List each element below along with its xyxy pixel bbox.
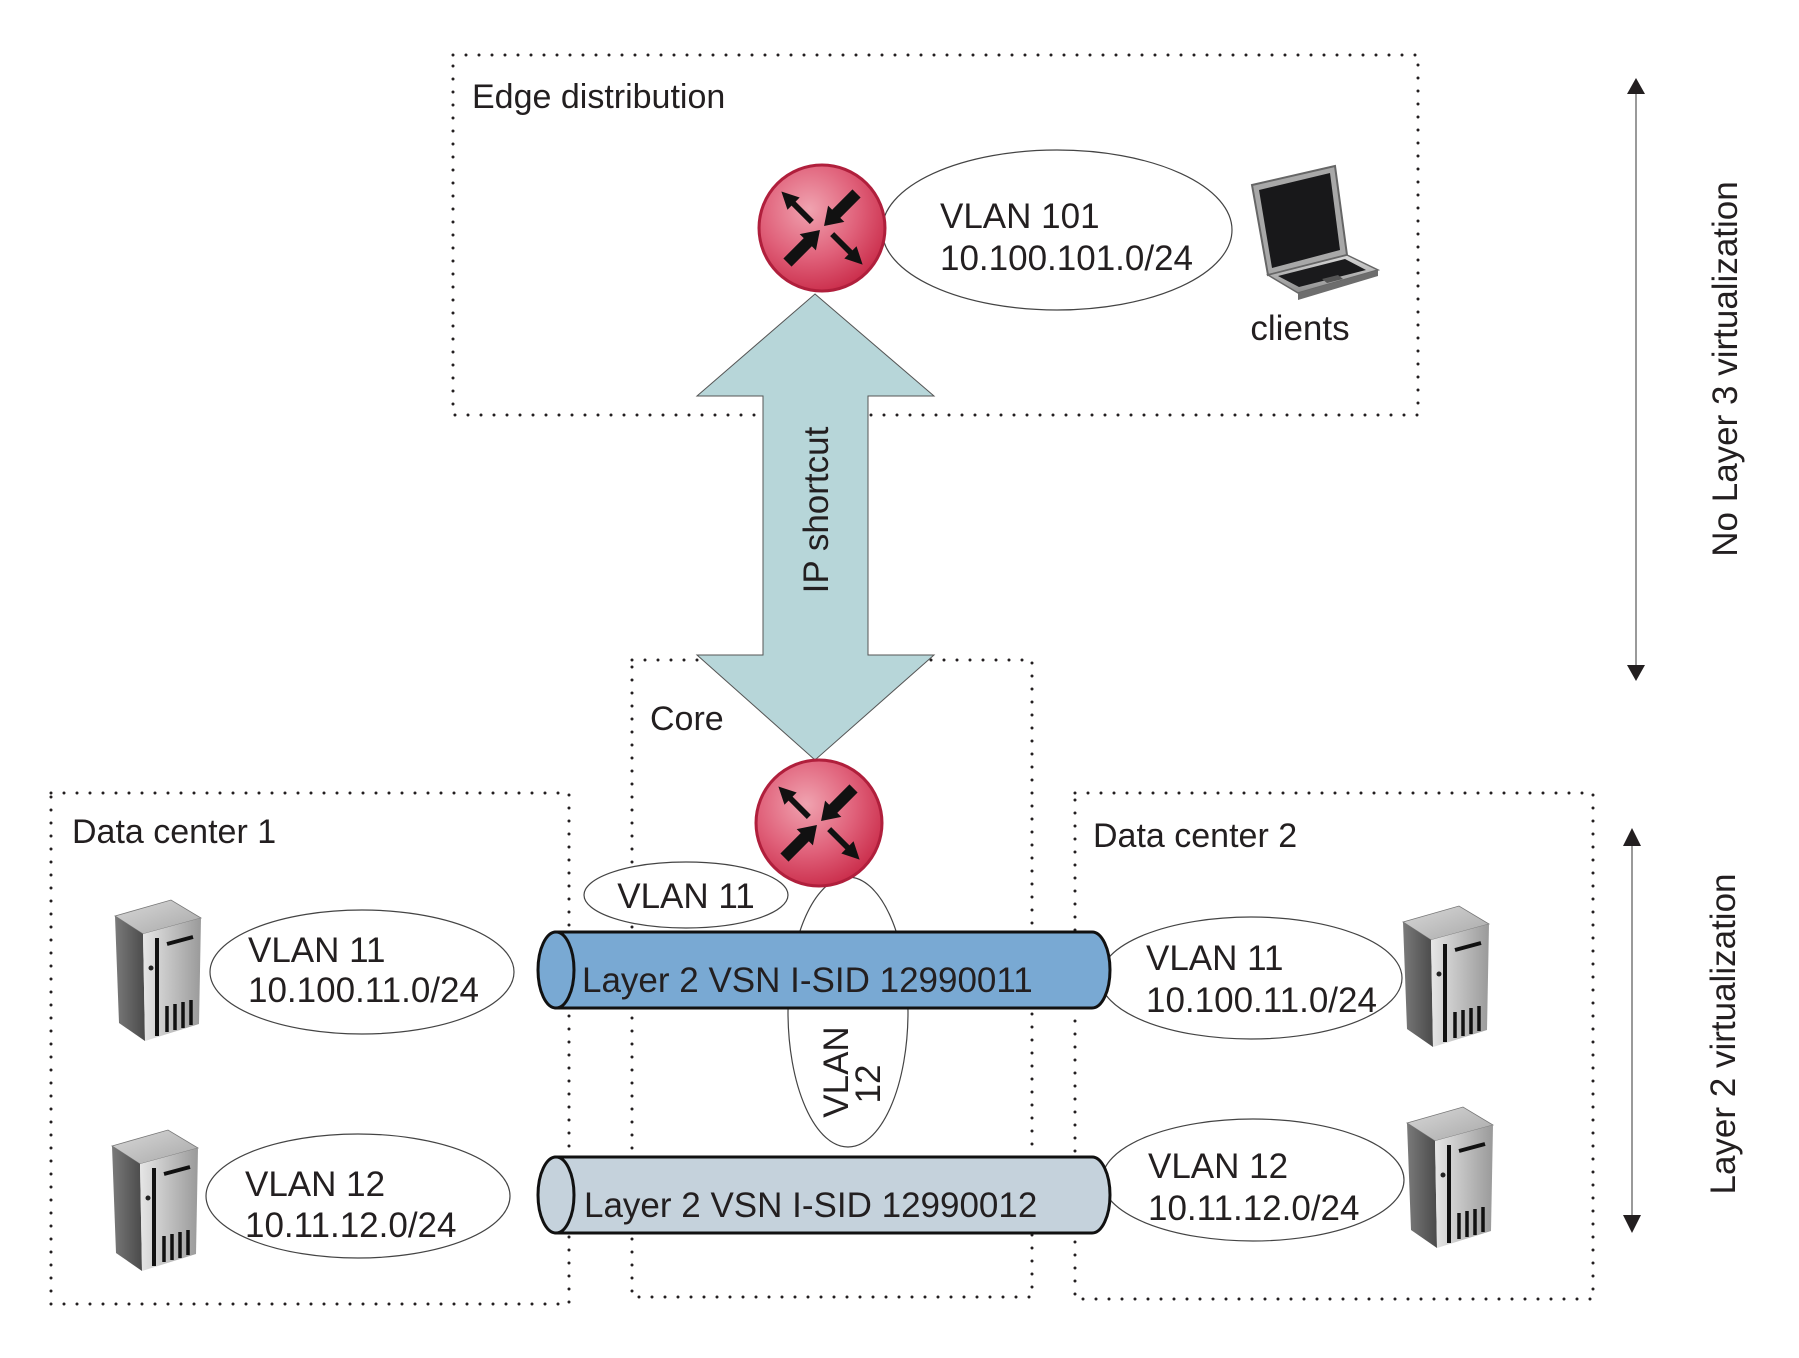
vsn-tube-label: Layer 2 VSN I-SID 12990011	[582, 961, 1033, 1000]
dc2-vlan11-oval	[1099, 916, 1403, 1040]
edge-distribution-title: Edge distribution	[472, 78, 725, 116]
dc1-vlan11-oval	[209, 909, 515, 1035]
data-center-1-zone	[49, 791, 571, 1306]
edge-distribution-zone	[451, 53, 1420, 417]
core-vlan11-label: VLAN 11	[617, 877, 755, 916]
data-center-2-zone	[1073, 791, 1595, 1301]
data-center-1-title: Data center 1	[72, 813, 276, 851]
dc2-server-2-icon	[1405, 1105, 1495, 1250]
arrowhead-down-icon	[1627, 665, 1645, 681]
dc1-server-2-icon	[110, 1128, 200, 1273]
edge-vlan-subnet: 10.100.101.0/24	[940, 239, 1193, 278]
dc2-vlan11-name: VLAN 11	[1146, 939, 1284, 978]
dc1-vlan11-subnet: 10.100.11.0/24	[248, 971, 479, 1010]
dc2-vlan11-subnet: 10.100.11.0/24	[1146, 981, 1377, 1020]
vsn-tube-12990011: Layer 2 VSN I-SID 12990011	[536, 930, 1112, 1010]
dc1-server-1-icon	[113, 898, 203, 1043]
core-router-icon	[754, 758, 884, 888]
dc2-vlan12-name: VLAN 12	[1148, 1147, 1288, 1186]
ip-shortcut-label: IP shortcut	[797, 426, 836, 593]
core-vlan12-label-line2: 12	[849, 1065, 888, 1104]
layer2-range-arrow	[1623, 828, 1641, 1233]
layer2-virtualization-label: Layer 2 virtualization	[1704, 874, 1743, 1195]
dc1-vlan12-oval	[205, 1133, 511, 1259]
core-vlan11-oval	[583, 861, 789, 929]
core-vlan12-label-line1: VLAN	[817, 1026, 856, 1117]
vsn-tube-label: Layer 2 VSN I-SID 12990012	[584, 1186, 1037, 1225]
no-layer3-range-arrow	[1627, 78, 1645, 681]
core-title: Core	[650, 700, 724, 738]
dc1-vlan11-name: VLAN 11	[248, 931, 386, 970]
dc2-server-1-icon	[1401, 904, 1491, 1049]
clients-label: clients	[1250, 309, 1349, 348]
edge-router-icon	[757, 163, 887, 293]
dc1-vlan12-name: VLAN 12	[245, 1165, 385, 1204]
edge-vlan-name: VLAN 101	[940, 197, 1100, 236]
arrowhead-up-icon	[1623, 828, 1641, 846]
no-layer3-virtualization-label: No Layer 3 virtualization	[1706, 181, 1745, 556]
vsn-tube-12990012: Layer 2 VSN I-SID 12990012	[536, 1155, 1112, 1235]
data-center-2-title: Data center 2	[1093, 817, 1297, 855]
laptop-icon	[1250, 164, 1381, 300]
dc1-vlan12-subnet: 10.11.12.0/24	[245, 1206, 457, 1245]
dc2-vlan12-subnet: 10.11.12.0/24	[1148, 1189, 1360, 1228]
arrowhead-up-icon	[1627, 78, 1645, 94]
arrowhead-down-icon	[1623, 1215, 1641, 1233]
